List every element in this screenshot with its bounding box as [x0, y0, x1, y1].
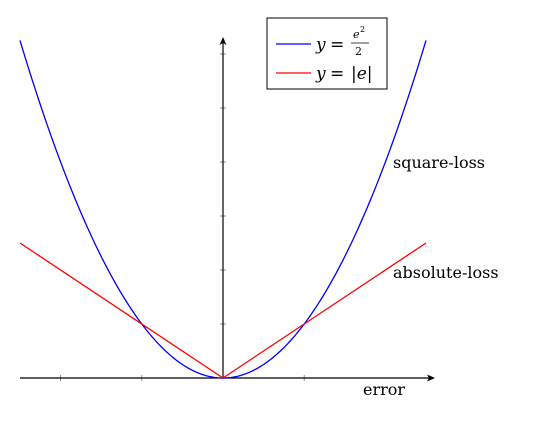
tick-marks [60, 53, 305, 381]
legend-box [266, 17, 388, 90]
curves [19, 40, 427, 379]
legend-square-lhs: y [315, 35, 326, 55]
y-axis-arrow [219, 37, 227, 45]
legend-square-numerator: e [353, 28, 360, 41]
absolute-loss-curve [19, 242, 427, 379]
x-axis-arrow [427, 374, 435, 382]
square-loss-label: square-loss [393, 153, 485, 172]
legend-entry-square: y = e 2 2 [315, 25, 369, 58]
legend-square-eq: = [330, 35, 344, 55]
x-axis-label: error [363, 380, 405, 399]
legend: y = e 2 2 y = |e| [266, 17, 388, 90]
legend-abs-lhs: y [315, 64, 326, 84]
legend-abs-eq: = [330, 64, 344, 84]
legend-square-denominator: 2 [355, 45, 362, 58]
legend-entry-abs: y = |e| [315, 64, 373, 84]
legend-abs-rhs: |e| [351, 64, 373, 84]
legend-square-exponent: 2 [360, 25, 365, 34]
absolute-loss-label: absolute-loss [393, 263, 499, 282]
